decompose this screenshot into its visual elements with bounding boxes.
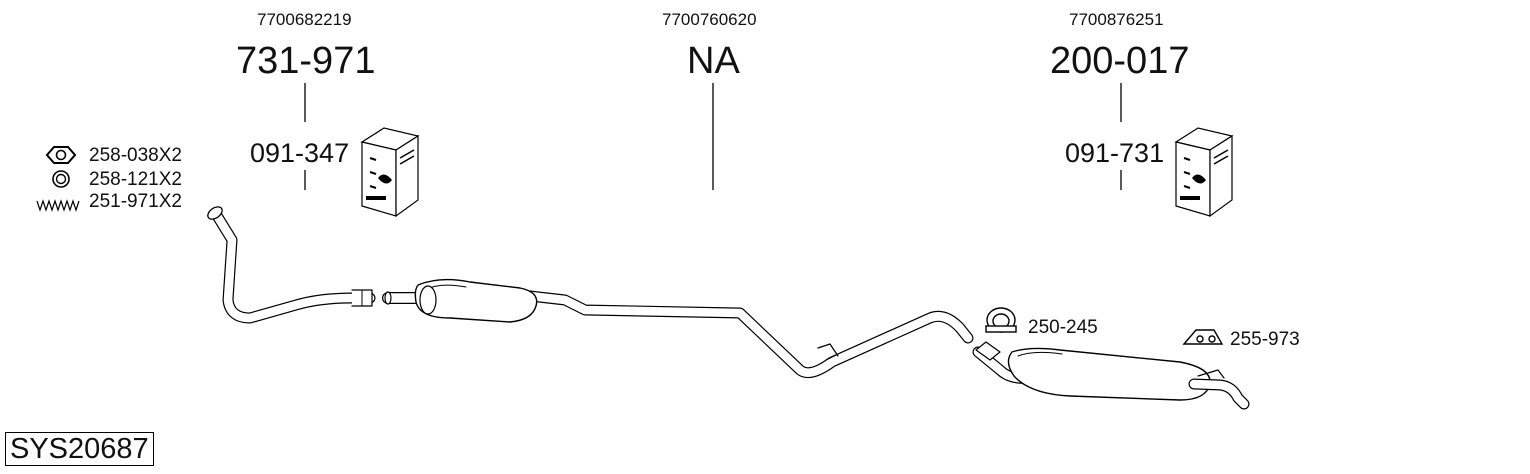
rubber-mount-icon <box>1182 329 1224 345</box>
spring-icon <box>36 199 80 212</box>
clamp-label[interactable]: 250-245 <box>1028 317 1098 338</box>
middle-pipe <box>382 278 974 379</box>
oem-number: 7700876251 <box>1069 10 1164 29</box>
rear-silencer <box>972 341 1250 410</box>
fitting-label[interactable]: 258-038X2 <box>89 145 182 166</box>
mount-label[interactable]: 255-973 <box>1230 329 1300 350</box>
oem-number: 7700682219 <box>257 10 352 29</box>
fitting-label[interactable]: 251-971X2 <box>89 191 182 212</box>
kit-number[interactable]: 091-347 <box>250 138 350 168</box>
part-number[interactable]: 731-971 <box>236 40 376 82</box>
kit-box-icon <box>360 127 420 218</box>
nut-icon <box>45 146 77 164</box>
oem-number: 7700760620 <box>662 10 757 29</box>
kit-box-icon <box>1174 127 1234 218</box>
part-number[interactable]: 200-017 <box>1050 40 1190 82</box>
clamp-icon <box>985 307 1017 333</box>
ring-icon <box>52 170 70 188</box>
fitting-label[interactable]: 258-121X2 <box>89 169 182 190</box>
front-pipe <box>207 206 376 324</box>
kit-number[interactable]: 091-731 <box>1065 138 1165 168</box>
system-code: SYS20687 <box>5 432 154 466</box>
part-number: NA <box>687 40 740 82</box>
